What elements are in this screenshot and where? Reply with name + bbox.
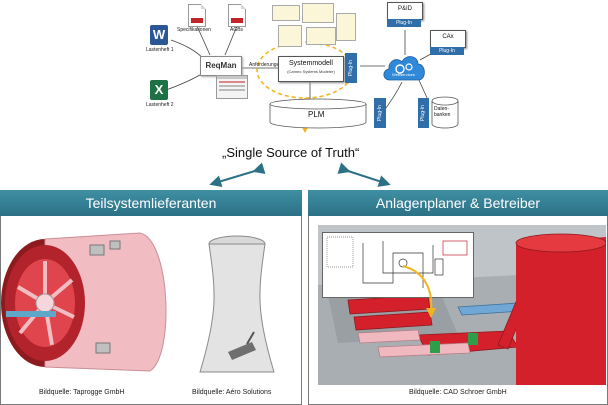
- lastenheft2-label: Lastenheft 2: [146, 102, 174, 108]
- word-doc-icon: W: [150, 25, 168, 45]
- taprogge-machine-illustration: [1, 232, 167, 372]
- specifikationen-doc-icon: [188, 4, 206, 27]
- pid-box: P&ID: [387, 2, 423, 20]
- datenbanken-plugin: Plug-In: [418, 98, 429, 128]
- datenbanken-database: [431, 96, 459, 129]
- systemmodell-box: Systemmodell (Cameo Systems Modeler): [278, 56, 344, 82]
- systemmodell-title: Systemmodell: [289, 60, 333, 67]
- excel-doc-icon: X: [150, 80, 168, 100]
- agbs-label: AGBs: [230, 27, 244, 33]
- reqman-logo: ReqMan: [200, 56, 242, 76]
- webservice-label: Webservices: [392, 72, 415, 77]
- webservice-cloud-icon: [383, 56, 425, 81]
- pid-overlay-window: [322, 232, 474, 298]
- cax-label: CAx: [442, 34, 454, 40]
- plm-label: PLM: [308, 110, 325, 119]
- left-panel-title: Teilsystemlieferanten: [0, 190, 302, 216]
- lastenheft1-label: Lastenheft 1: [146, 47, 174, 53]
- plm-plugin: Plug-In: [374, 98, 386, 128]
- right-panel-title: Anlagenplaner & Betreiber: [308, 190, 608, 216]
- single-source-of-truth-label: „Single Source of Truth“: [222, 145, 360, 160]
- specifikationen-label: Specifikationen: [177, 27, 211, 33]
- pid-label: P&ID: [397, 6, 412, 12]
- left-caption-aero: Bildquelle: Aéro Solutions: [192, 389, 272, 396]
- pid-plugin: Plug-In: [387, 19, 421, 27]
- datenbanken-label: Daten- banken: [434, 106, 451, 118]
- cooling-tower-illustration: [199, 235, 275, 373]
- agbs-doc-icon: [228, 4, 246, 27]
- systemmodell-plugin: Plug-In: [345, 53, 357, 83]
- model-diagram-thumbnails: [268, 3, 358, 51]
- right-caption-cad-schroer: Bildquelle: CAD Schroer GmbH: [409, 389, 507, 396]
- cax-plugin: Plug-In: [430, 47, 464, 55]
- cax-box: CAx: [430, 30, 466, 48]
- sst-arrows: [209, 162, 391, 188]
- anforderungen-label: Anforderungen: [249, 62, 283, 68]
- reqman-screenshot: [216, 75, 248, 99]
- plm-database: [269, 98, 367, 129]
- left-caption-taprogge: Bildquelle: Taprogge GmbH: [39, 389, 125, 396]
- pid-to-3d-arrow: [402, 265, 436, 318]
- systemmodell-subtitle: (Cameo Systems Modeler): [287, 69, 335, 74]
